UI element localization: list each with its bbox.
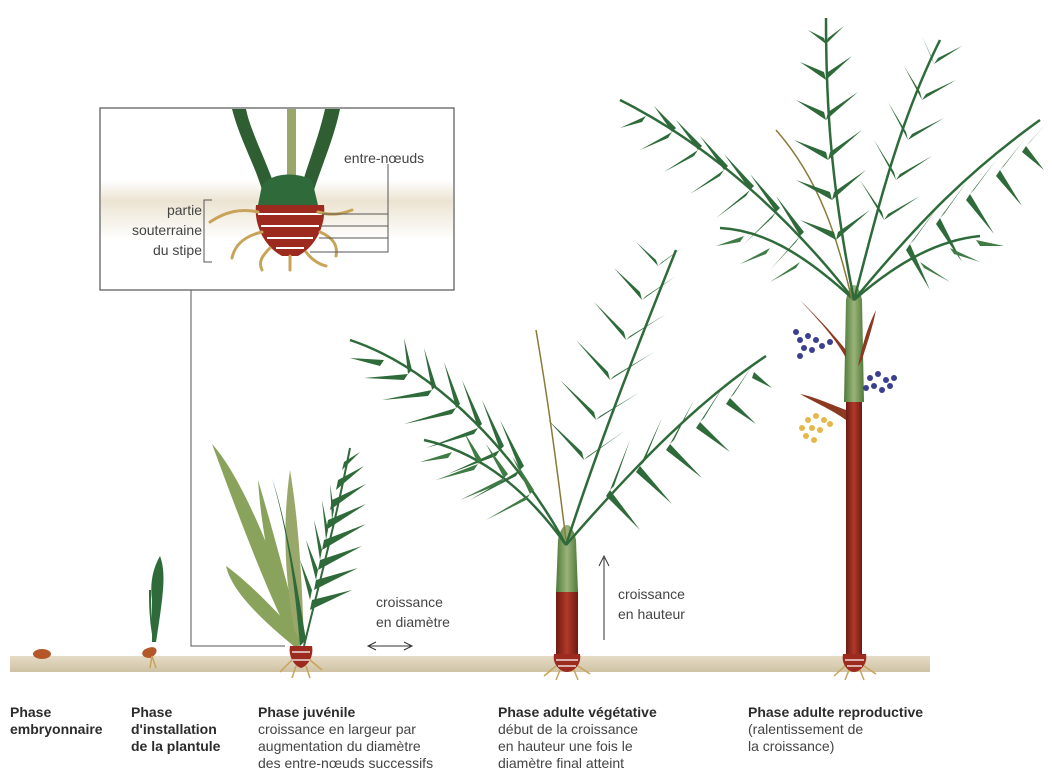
phase-embryonic: Phase embryonnaire	[10, 704, 103, 738]
label-underground-stipe: partie souterraine du stipe	[120, 200, 202, 260]
seed	[33, 649, 51, 659]
label-underground-line2: souterraine	[120, 220, 202, 240]
inset-box	[100, 108, 454, 290]
label-height-line1: croissance	[618, 584, 685, 604]
phase-juvenile: Phase juvénile croissance en largeur par…	[258, 704, 433, 772]
phase-reproductive-title: Phase adulte reproductive	[748, 704, 923, 721]
yellow-inflorescence	[799, 413, 833, 443]
label-diameter-line2: en diamètre	[376, 612, 450, 632]
phase-seedling-title1: Phase	[131, 704, 220, 721]
phase-vegetative-title: Phase adulte végétative	[498, 704, 657, 721]
label-height-line2: en hauteur	[618, 604, 685, 624]
seedling	[142, 556, 163, 668]
phase-juvenile-desc3: des entre-nœuds successifs	[258, 755, 433, 772]
phase-vegetative-desc3: diamètre final atteint	[498, 755, 657, 772]
phase-seedling-title2: d'installation	[131, 721, 220, 738]
phase-adult-reproductive: Phase adulte reproductive (ralentissemen…	[748, 704, 923, 755]
phase-reproductive-desc1: (ralentissement de	[748, 721, 923, 738]
label-diameter-line1: croissance	[376, 592, 450, 612]
phase-seedling-title3: de la plantule	[131, 738, 220, 755]
phase-embryonic-title2: embryonnaire	[10, 721, 103, 738]
phase-seedling: Phase d'installation de la plantule	[131, 704, 220, 755]
label-height-growth: croissance en hauteur	[618, 584, 685, 624]
label-internodes: entre-nœuds	[344, 150, 424, 166]
phase-adult-vegetative: Phase adulte végétative début de la croi…	[498, 704, 657, 772]
phase-juvenile-title: Phase juvénile	[258, 704, 433, 721]
label-underground-line3: du stipe	[120, 240, 202, 260]
adult-reproductive-palm	[620, 18, 1046, 680]
label-diameter-growth: croissance en diamètre	[376, 592, 450, 632]
phase-juvenile-desc2: augmentation du diamètre	[258, 738, 433, 755]
ground-strip	[10, 656, 930, 672]
label-underground-line1: partie	[120, 200, 202, 220]
phase-juvenile-desc1: croissance en largeur par	[258, 721, 433, 738]
phase-vegetative-desc1: début de la croissance	[498, 721, 657, 738]
phase-vegetative-desc2: en hauteur une fois le	[498, 738, 657, 755]
phase-reproductive-desc2: la croissance)	[748, 738, 923, 755]
phase-embryonic-title1: Phase	[10, 704, 103, 721]
juvenile-palm	[212, 444, 366, 678]
diameter-arrow	[368, 642, 412, 650]
